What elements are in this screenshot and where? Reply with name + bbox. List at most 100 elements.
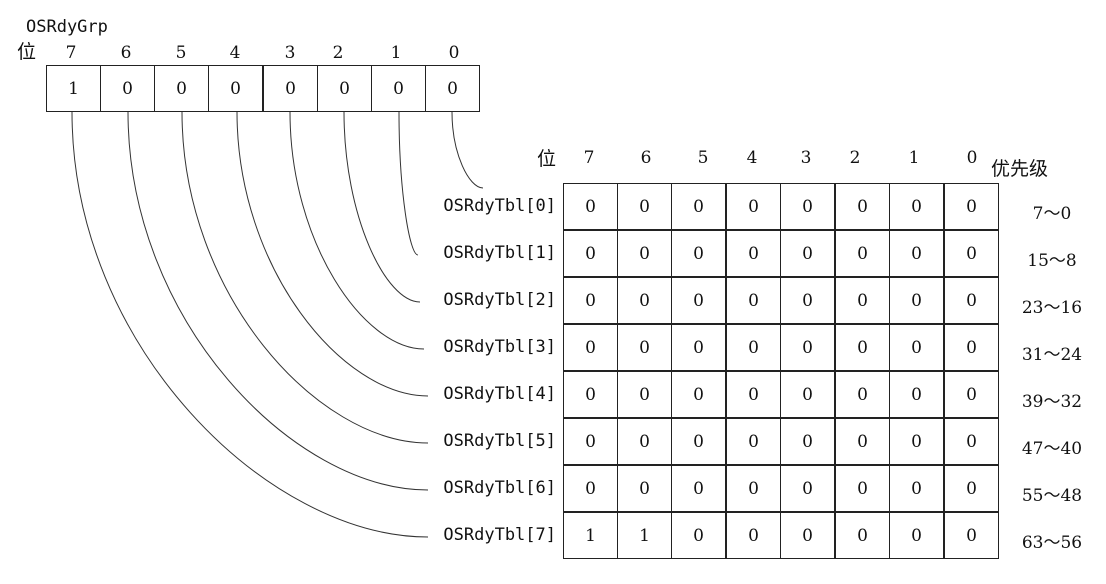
tbl-bit-label: 7: [583, 148, 595, 168]
tbl-position-label: 位: [537, 148, 557, 170]
table-cell: 0: [944, 324, 999, 371]
table-cell: 0: [726, 277, 781, 324]
connector-curve: [398, 111, 419, 256]
table-cell: 1: [563, 512, 618, 559]
table-row-label: OSRdyTbl[1]: [443, 243, 556, 263]
grp-cell: 0: [100, 65, 155, 112]
table-cell: 0: [944, 512, 999, 559]
table-cell: 0: [726, 465, 781, 512]
table-cell: 0: [563, 371, 618, 418]
table-cell: 0: [835, 183, 890, 230]
table-cell: 0: [671, 183, 726, 230]
table-cell: 0: [563, 324, 618, 371]
tbl-bit-label: 4: [746, 148, 758, 168]
grp-cell: 0: [425, 65, 480, 112]
tbl-bit-label: 0: [966, 148, 978, 168]
table-cell: 0: [944, 371, 999, 418]
grp-cell: 0: [263, 65, 318, 112]
tbl-bit-label: 5: [697, 148, 709, 168]
table-row-label: OSRdyTbl[3]: [443, 337, 556, 357]
table-cell: 0: [780, 371, 835, 418]
table-cell: 0: [671, 418, 726, 465]
table-cell: 0: [889, 277, 944, 324]
grp-cell: 0: [317, 65, 372, 112]
table-cell: 0: [889, 230, 944, 277]
grp-bit-label: 4: [229, 43, 241, 63]
table-cell: 0: [780, 183, 835, 230]
table-cell: 0: [726, 183, 781, 230]
grp-cell: 0: [208, 65, 263, 112]
priority-label: 优先级: [991, 158, 1049, 180]
connector-curve: [181, 111, 429, 444]
table-cell: 0: [726, 371, 781, 418]
tbl-bit-label: 6: [640, 148, 652, 168]
table-cell: 0: [944, 418, 999, 465]
table-cell: 0: [617, 418, 672, 465]
table-cell: 0: [726, 512, 781, 559]
grp-bit-label: 6: [120, 43, 132, 63]
table-cell: 0: [835, 512, 890, 559]
table-cell: 0: [726, 418, 781, 465]
table-cell: 0: [671, 230, 726, 277]
connector-curve: [289, 111, 425, 350]
table-cell: 0: [780, 230, 835, 277]
table-row-label: OSRdyTbl[5]: [443, 431, 556, 451]
table-cell: 0: [944, 465, 999, 512]
table-cell: 0: [835, 230, 890, 277]
connector-curve: [236, 111, 429, 397]
table-cell: 0: [944, 183, 999, 230]
table-cell: 0: [563, 230, 618, 277]
tbl-bit-label: 1: [908, 148, 920, 168]
connector-curve: [127, 111, 429, 491]
table-cell: 0: [889, 324, 944, 371]
table-cell: 0: [889, 465, 944, 512]
table-cell: 0: [835, 277, 890, 324]
priority-range: 55～48: [1021, 486, 1083, 506]
grp-bit-label: 7: [65, 43, 77, 63]
table-row-label: OSRdyTbl[6]: [443, 478, 556, 498]
table-cell: 0: [617, 183, 672, 230]
grp-cell: 0: [371, 65, 426, 112]
table-cell: 0: [944, 230, 999, 277]
tbl-bit-label: 2: [849, 148, 861, 168]
priority-range: 31～24: [1021, 345, 1083, 365]
grp-bit-label: 5: [175, 43, 187, 63]
table-cell: 0: [671, 465, 726, 512]
table-cell: 0: [671, 277, 726, 324]
table-cell: 0: [563, 277, 618, 324]
table-cell: 0: [780, 277, 835, 324]
table-cell: 0: [835, 465, 890, 512]
table-cell: 0: [617, 277, 672, 324]
table-cell: 0: [780, 465, 835, 512]
table-row-label: OSRdyTbl[0]: [443, 196, 556, 216]
osrdygrp-title: OSRdyGrp: [26, 17, 108, 37]
priority-range: 39～32: [1021, 392, 1083, 412]
table-cell: 0: [835, 371, 890, 418]
table-cell: 0: [617, 371, 672, 418]
priority-range: 47～40: [1021, 439, 1083, 459]
table-cell: 0: [889, 371, 944, 418]
grp-cell: 1: [46, 65, 101, 112]
table-cell: 0: [671, 512, 726, 559]
table-cell: 0: [726, 230, 781, 277]
tbl-bit-label: 3: [800, 148, 812, 168]
table-row-label: OSRdyTbl[4]: [443, 384, 556, 404]
priority-range: 7～0: [1032, 204, 1072, 224]
table-cell: 0: [563, 418, 618, 465]
connector-curve: [343, 111, 421, 303]
table-cell: 0: [835, 324, 890, 371]
table-cell: 0: [780, 324, 835, 371]
priority-range: 23～16: [1021, 298, 1083, 318]
table-cell: 0: [671, 324, 726, 371]
table-cell: 0: [617, 230, 672, 277]
table-cell: 0: [944, 277, 999, 324]
table-cell: 0: [889, 418, 944, 465]
table-cell: 0: [726, 324, 781, 371]
table-cell: 0: [835, 418, 890, 465]
table-cell: 0: [780, 512, 835, 559]
grp-bit-label: 3: [284, 43, 296, 63]
table-cell: 1: [617, 512, 672, 559]
table-cell: 0: [889, 183, 944, 230]
